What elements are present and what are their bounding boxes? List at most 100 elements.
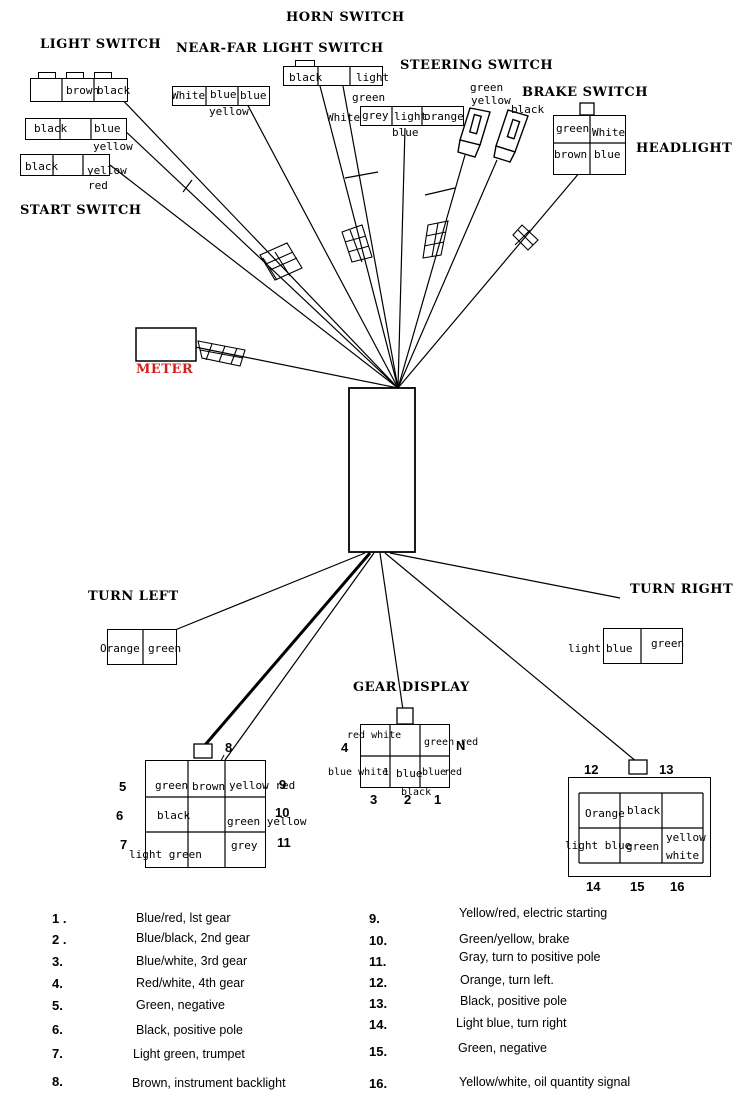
legend-text: Light blue, turn right [456, 1016, 567, 1030]
legend-text: Green/yellow, brake [459, 932, 570, 946]
brake-switch-title: BRAKE SWITCH [522, 85, 648, 100]
legend-text: Blue/red, lst gear [136, 911, 231, 925]
wire-turn-left [174, 552, 366, 631]
pin-number: 6 [116, 808, 124, 823]
legend-number: 9. [369, 911, 380, 926]
pin-number: 9 [279, 777, 287, 792]
wire-label: brown [554, 148, 588, 161]
legend-number: 10. [369, 933, 388, 948]
wire-light-switch [114, 91, 399, 389]
wire-label: White [172, 89, 206, 102]
pin-number: 8 [225, 740, 233, 755]
brake-plug-2 [493, 109, 529, 163]
wire-label: black [289, 71, 323, 84]
wire-label: green [651, 637, 685, 650]
turn-right-connector [603, 628, 683, 664]
sleeve-3 [422, 220, 449, 259]
main-connector-8pin [145, 760, 266, 868]
wire-label: red white [347, 730, 402, 741]
light-switch-tab [94, 72, 112, 79]
sleeve-meter [197, 340, 246, 367]
wire-label: blue [392, 126, 419, 139]
pin-number: 15 [630, 879, 645, 894]
wire-horn [319, 85, 399, 389]
wire-label: black [97, 84, 131, 97]
near-far-connector [172, 86, 270, 106]
wire-label: grey [231, 839, 258, 852]
pin-number: 16 [670, 879, 685, 894]
legend-number: 1 . [52, 911, 67, 926]
near-far-title: NEAR-FAR LIGHT SWITCH [176, 41, 384, 56]
pin-number: 12 [584, 762, 599, 777]
turn-right-title: TURN RIGHT [630, 582, 734, 597]
legend-text: Black, positive pole [460, 994, 568, 1008]
sleeve-1 [259, 242, 303, 281]
wire-label: green [148, 642, 182, 655]
legend-number: 16. [369, 1076, 388, 1091]
horn-switch-title: HORN SWITCH [286, 10, 405, 25]
wire-label: blue [94, 122, 121, 135]
legend-number: 5. [52, 998, 63, 1013]
legend-number: 8. [52, 1074, 63, 1089]
wire-label: white [666, 849, 700, 862]
wire-start-switch-1 [121, 127, 399, 389]
legend-text: Yellow/white, oil quantity signal [459, 1075, 631, 1089]
wire-label: red [88, 179, 108, 192]
legend-text: Blue/black, 2nd gear [136, 931, 250, 945]
legend-number: 13. [369, 996, 388, 1011]
turn-left-connector [107, 629, 177, 665]
wire-headlight [397, 171, 581, 389]
start-switch-connector-1 [25, 118, 127, 140]
legend-number: 6. [52, 1022, 63, 1037]
wire-8pin [203, 552, 372, 746]
pin-number: 3 [370, 792, 378, 807]
sleeve-4 [512, 224, 539, 251]
legend-text: Green, negative [136, 998, 225, 1012]
pin-number: 5 [119, 779, 127, 794]
legend-number: 11. [369, 954, 387, 969]
wire-label: Orange [100, 642, 140, 655]
legend-text: Gray, turn to positive pole [459, 950, 601, 964]
wire-gear-display [379, 552, 404, 711]
wire-16pin [384, 552, 638, 763]
pin-number: N [456, 738, 466, 753]
wire-label: Orange [585, 807, 625, 820]
legend-text: Red/white, 4th gear [136, 976, 245, 990]
wire-turn-right [389, 552, 621, 599]
wire-brake-2 [397, 159, 498, 389]
wire-label: green [470, 81, 504, 94]
start-switch-connector-2 [20, 154, 110, 176]
wire-label: yellow [209, 105, 249, 118]
wire-label: blue [606, 642, 633, 655]
wire-label: blue [396, 767, 423, 780]
wire-label: blue [422, 767, 447, 778]
wire-label: grey [362, 109, 389, 122]
wire-label: yellow [666, 831, 706, 844]
wire-label: green [352, 91, 386, 104]
turn-left-title: TURN LEFT [88, 589, 179, 604]
wire-label: light green [129, 848, 202, 861]
wire-label: black [157, 809, 191, 822]
steering-switch-connector [360, 106, 464, 126]
wire-label: black [627, 804, 661, 817]
wire-label: brown [192, 780, 226, 793]
wire-label: orange [424, 110, 464, 123]
wire-label: blue [240, 89, 267, 102]
wire-label: light [356, 71, 390, 84]
wire-label: light [568, 642, 602, 655]
gear-display-title: GEAR DISPLAY [353, 680, 470, 695]
wire-label: blue [210, 88, 237, 101]
main-connector-16pin [568, 777, 711, 877]
meter-title: METER [136, 362, 194, 377]
wire-meter [194, 346, 399, 389]
light-switch-title: LIGHT SWITCH [40, 37, 162, 52]
wire-label: green [626, 840, 660, 853]
wire-label: brown [66, 84, 100, 97]
legend-text: Blue/white, 3rd gear [136, 954, 248, 968]
legend-number: 12. [369, 975, 388, 990]
wire-label: black [511, 103, 545, 116]
wire-label: yellow [87, 164, 127, 177]
wire-label: yellow [471, 94, 511, 107]
legend-number: 7. [52, 1046, 63, 1061]
